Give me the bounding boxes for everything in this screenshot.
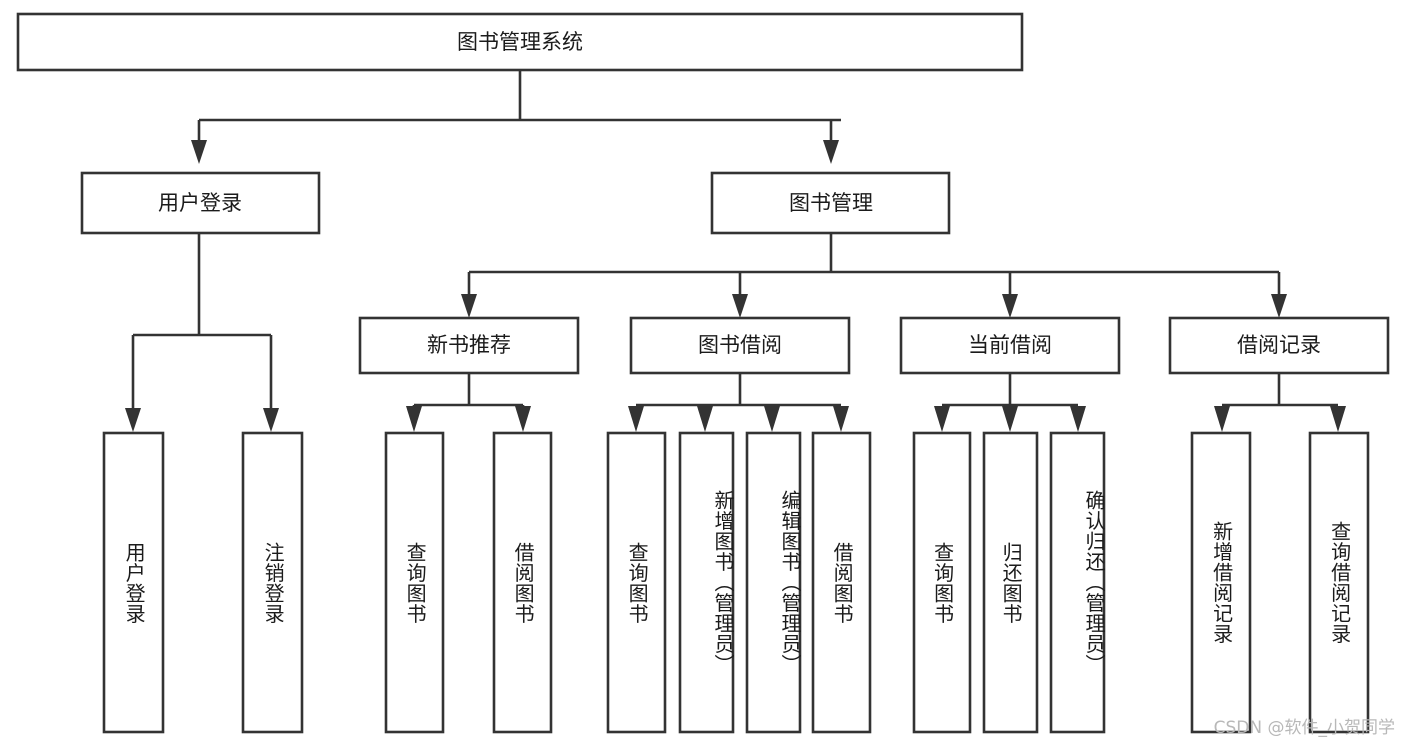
leaf-query-book-2-box[interactable] — [606, 431, 667, 734]
arrow-to-leaf-query-book-2 — [628, 406, 644, 432]
arrow-to-current-borrow — [1002, 294, 1018, 318]
leaf-query-book-1-box[interactable] — [384, 431, 445, 734]
new-book-rec-label: 新书推荐 — [427, 333, 511, 357]
arrow-to-leaf-add-record — [1214, 406, 1230, 432]
leaf-add-book-box[interactable] — [678, 431, 735, 734]
connector-layer — [125, 70, 1346, 432]
node-user-login[interactable]: 用户登录 — [80, 171, 321, 235]
node-root[interactable]: 图书管理系统 — [16, 12, 1024, 72]
arrow-to-leaf-borrow-book-1 — [515, 406, 531, 432]
arrow-to-leaf-add-book — [697, 406, 713, 432]
leaf-borrow-book-1-box[interactable] — [492, 431, 553, 734]
leaf-query-record-box[interactable] — [1308, 431, 1370, 734]
leaf-confirm-return-box[interactable] — [1049, 431, 1106, 734]
arrow-to-leaf-query-record — [1330, 406, 1346, 432]
arrow-to-book-borrow — [732, 294, 748, 318]
leaf-borrow-book-2-box[interactable] — [811, 431, 872, 734]
leaf-edit-book-box[interactable] — [745, 431, 802, 734]
borrow-record-box[interactable] — [1168, 316, 1390, 375]
arrow-to-leaf-logout — [263, 408, 279, 432]
node-borrow-record[interactable]: 借阅记录 — [1168, 316, 1390, 375]
arrow-to-borrow-record — [1271, 294, 1287, 318]
root-label: 图书管理系统 — [457, 30, 583, 54]
arrow-to-leaf-confirm-return — [1070, 406, 1086, 432]
arrow-to-new-book-rec — [461, 294, 477, 318]
user-login-label: 用户登录 — [158, 191, 242, 215]
node-new-book-rec[interactable]: 新书推荐 — [358, 316, 580, 375]
leaf-logout-box[interactable] — [241, 431, 304, 734]
arrow-to-leaf-user-login — [125, 408, 141, 432]
arrow-to-leaf-return-book — [1002, 406, 1018, 432]
new-book-rec-box[interactable] — [358, 316, 580, 375]
user-login-box[interactable] — [80, 171, 321, 235]
leaf-add-record-box[interactable] — [1190, 431, 1252, 734]
borrow-record-label: 借阅记录 — [1237, 333, 1321, 357]
root-box[interactable] — [16, 12, 1024, 72]
book-borrow-label: 图书借阅 — [698, 333, 782, 357]
current-borrow-label: 当前借阅 — [968, 333, 1052, 357]
arrow-to-leaf-query-book-1 — [406, 406, 422, 432]
arrow-to-user-login — [191, 140, 207, 164]
arrow-to-leaf-borrow-book-2 — [833, 406, 849, 432]
arrow-to-leaf-edit-book — [764, 406, 780, 432]
book-manage-label: 图书管理 — [789, 191, 873, 215]
leaf-query-book-3-box[interactable] — [912, 431, 972, 734]
node-book-borrow[interactable]: 图书借阅 — [629, 316, 851, 375]
leaf-return-book-box[interactable] — [982, 431, 1039, 734]
node-current-borrow[interactable]: 当前借阅 — [899, 316, 1121, 375]
csdn-watermark: CSDN @软件_小贺同学 — [1214, 718, 1395, 738]
book-manage-box[interactable] — [710, 171, 951, 235]
current-borrow-box[interactable] — [899, 316, 1121, 375]
arrow-to-book-manage — [823, 140, 839, 164]
node-book-manage[interactable]: 图书管理 — [710, 171, 951, 235]
book-borrow-box[interactable] — [629, 316, 851, 375]
leaf-user-login-box[interactable] — [102, 431, 165, 734]
arrow-to-leaf-query-book-3 — [934, 406, 950, 432]
